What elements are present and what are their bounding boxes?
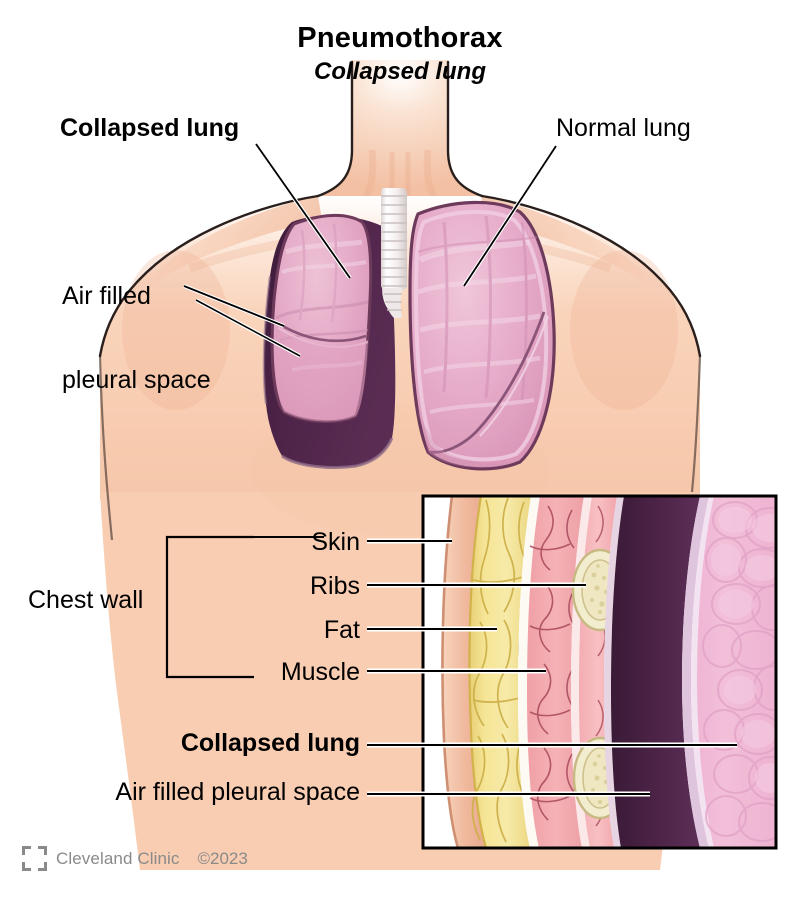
label-air-filled-pleural-space-top: Air filled pleural space bbox=[62, 226, 211, 450]
footer-attribution: Cleveland Clinic ©2023 bbox=[22, 846, 248, 871]
label-collapsed-lung-bottom: Collapsed lung bbox=[180, 729, 360, 757]
label-air-filled-line2: pleural space bbox=[62, 366, 211, 394]
page-title: Pneumothorax bbox=[297, 22, 503, 54]
chest-wall-cross-section-inset bbox=[421, 494, 778, 850]
label-air-filled-line1: Air filled bbox=[62, 282, 151, 310]
normal-right-lung bbox=[408, 200, 556, 471]
pleural-air-space bbox=[262, 215, 396, 470]
label-muscle: Muscle bbox=[280, 658, 360, 686]
trachea bbox=[381, 188, 407, 318]
collapsed-left-lung bbox=[270, 213, 373, 424]
label-skin: Skin bbox=[311, 528, 360, 556]
label-collapsed-lung-top: Collapsed lung bbox=[60, 114, 240, 142]
leader-lines bbox=[165, 142, 737, 797]
label-ribs: Ribs bbox=[309, 572, 360, 600]
label-normal-lung: Normal lung bbox=[556, 114, 691, 142]
cleveland-clinic-logo-icon bbox=[22, 846, 47, 871]
rib-cross-section-upper bbox=[571, 548, 629, 632]
brand-name: Cleveland Clinic bbox=[56, 848, 180, 868]
page-subtitle: Collapsed lung bbox=[313, 58, 486, 85]
copyright-notice: ©2023 bbox=[197, 848, 248, 868]
label-air-filled-pleural-space-bottom: Air filled pleural space bbox=[115, 778, 360, 806]
rib-cross-section-lower bbox=[572, 736, 628, 820]
label-fat: Fat bbox=[323, 616, 360, 644]
label-chest-wall: Chest wall bbox=[28, 586, 144, 614]
